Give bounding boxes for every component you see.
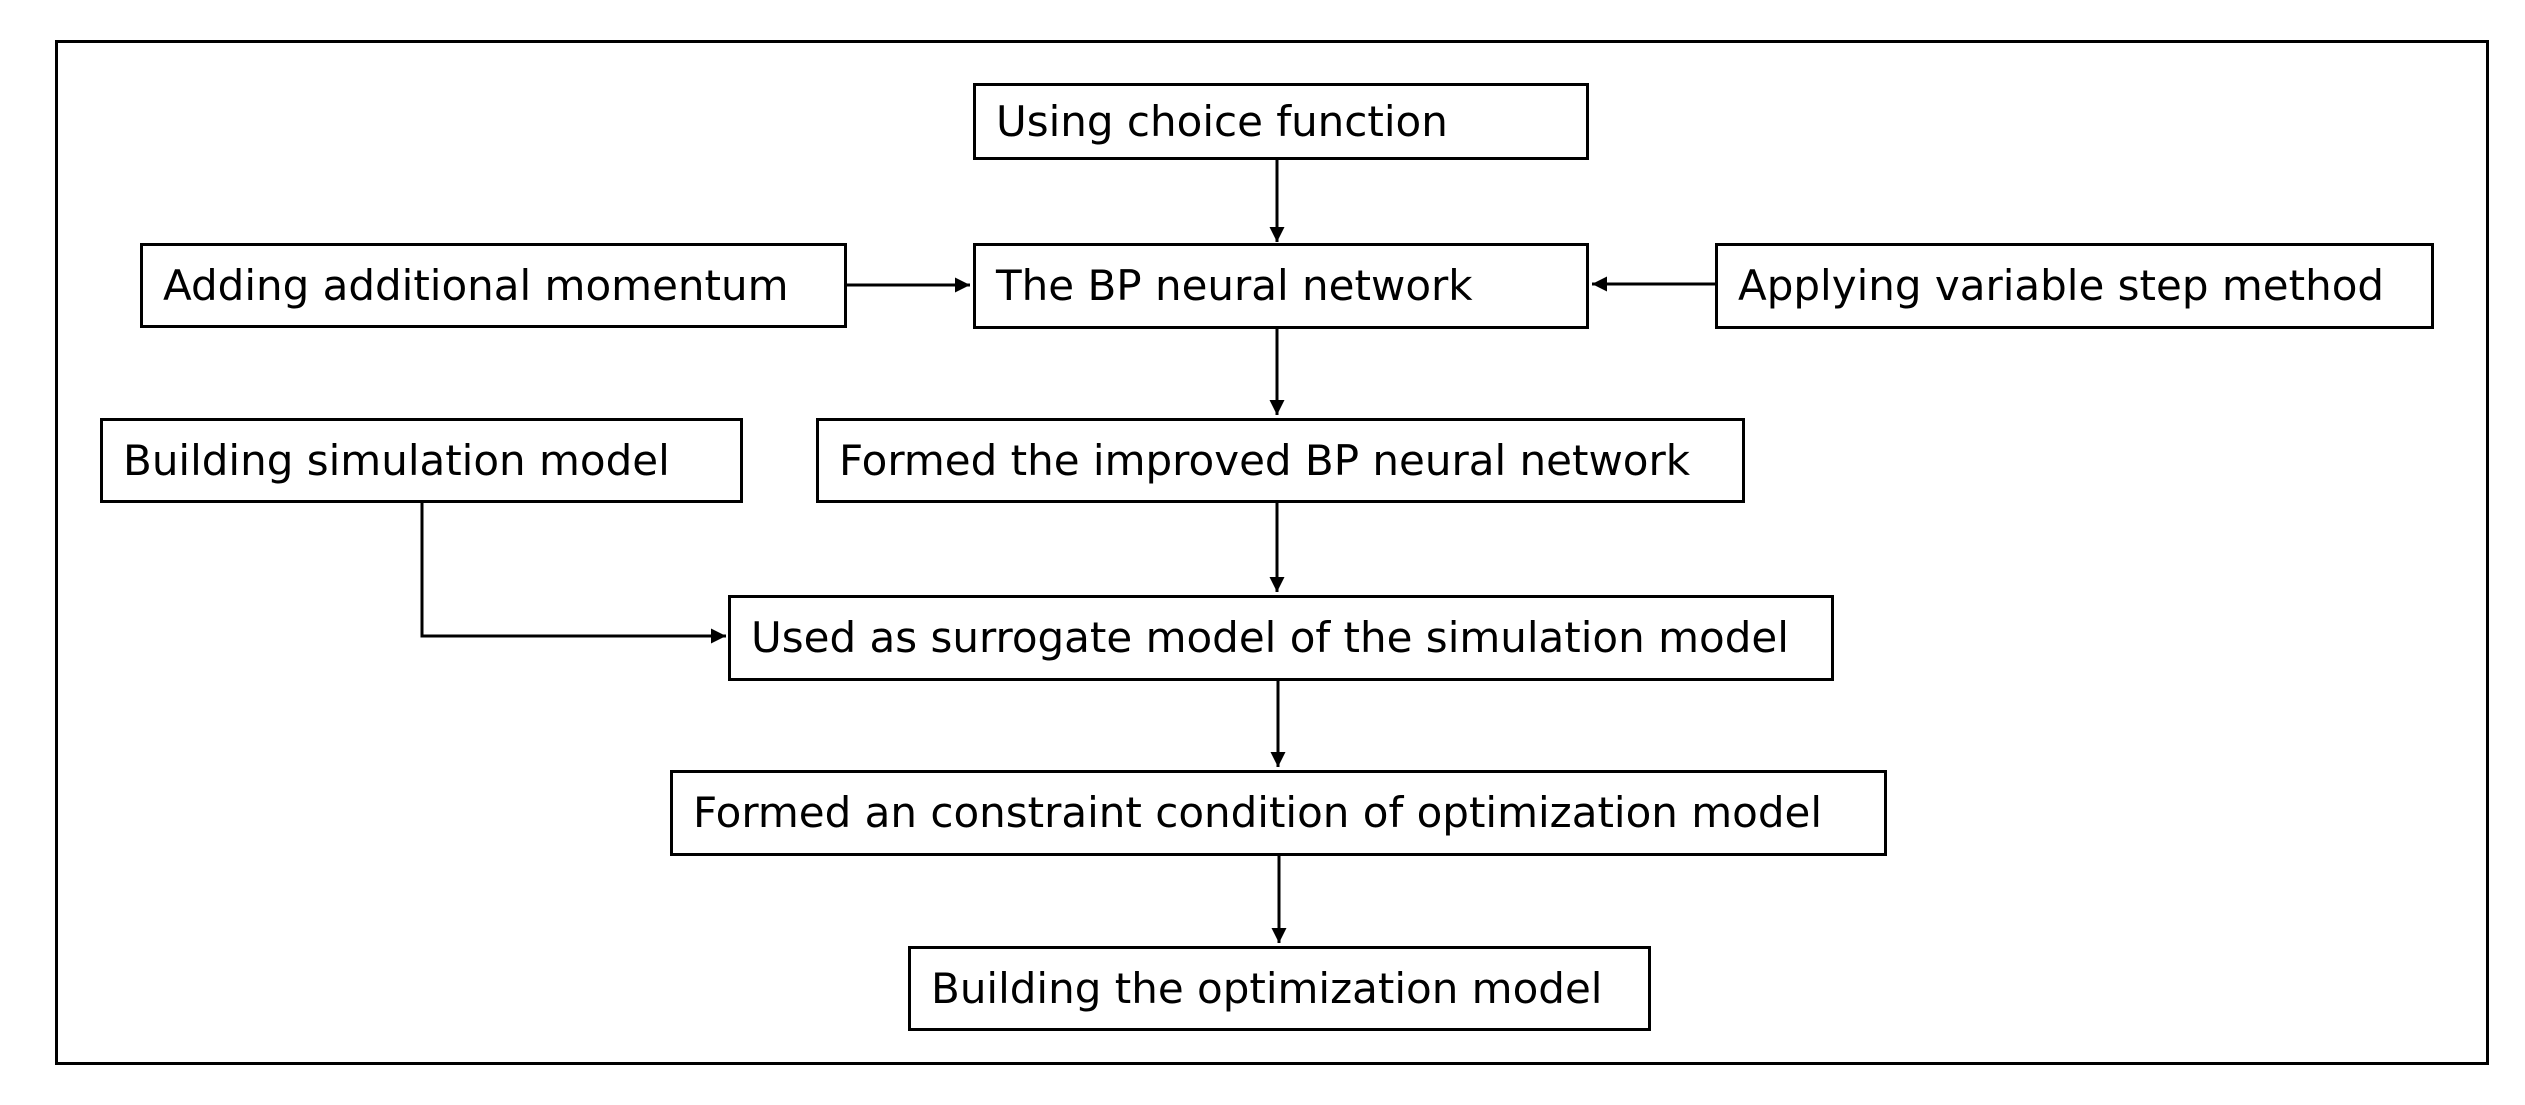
node-adding-additional-momentum: Adding additional momentum — [140, 243, 847, 328]
node-constraint-condition: Formed an constraint condition of optimi… — [670, 770, 1887, 856]
node-improved-bp-neural-network: Formed the improved BP neural network — [816, 418, 1745, 503]
node-building-simulation-model: Building simulation model — [100, 418, 743, 503]
node-bp-neural-network: The BP neural network — [973, 243, 1589, 329]
node-surrogate-model: Used as surrogate model of the simulatio… — [728, 595, 1834, 681]
node-label: Formed an constraint condition of optimi… — [693, 788, 1823, 837]
node-applying-variable-step-method: Applying variable step method — [1715, 243, 2434, 329]
node-building-optimization-model: Building the optimization model — [908, 946, 1651, 1031]
node-label: The BP neural network — [996, 261, 1473, 310]
node-label: Used as surrogate model of the simulatio… — [751, 613, 1789, 662]
node-using-choice-function: Using choice function — [973, 83, 1589, 160]
node-label: Applying variable step method — [1738, 261, 2385, 310]
node-label: Building simulation model — [123, 435, 670, 485]
node-label: Building the optimization model — [931, 963, 1603, 1013]
arrow-simulation-to-surrogate — [420, 503, 726, 644]
node-label: Using choice function — [996, 96, 1448, 146]
node-label: Adding additional momentum — [163, 260, 789, 310]
diagram-frame — [55, 40, 2489, 1065]
node-label: Formed the improved BP neural network — [839, 435, 1691, 485]
